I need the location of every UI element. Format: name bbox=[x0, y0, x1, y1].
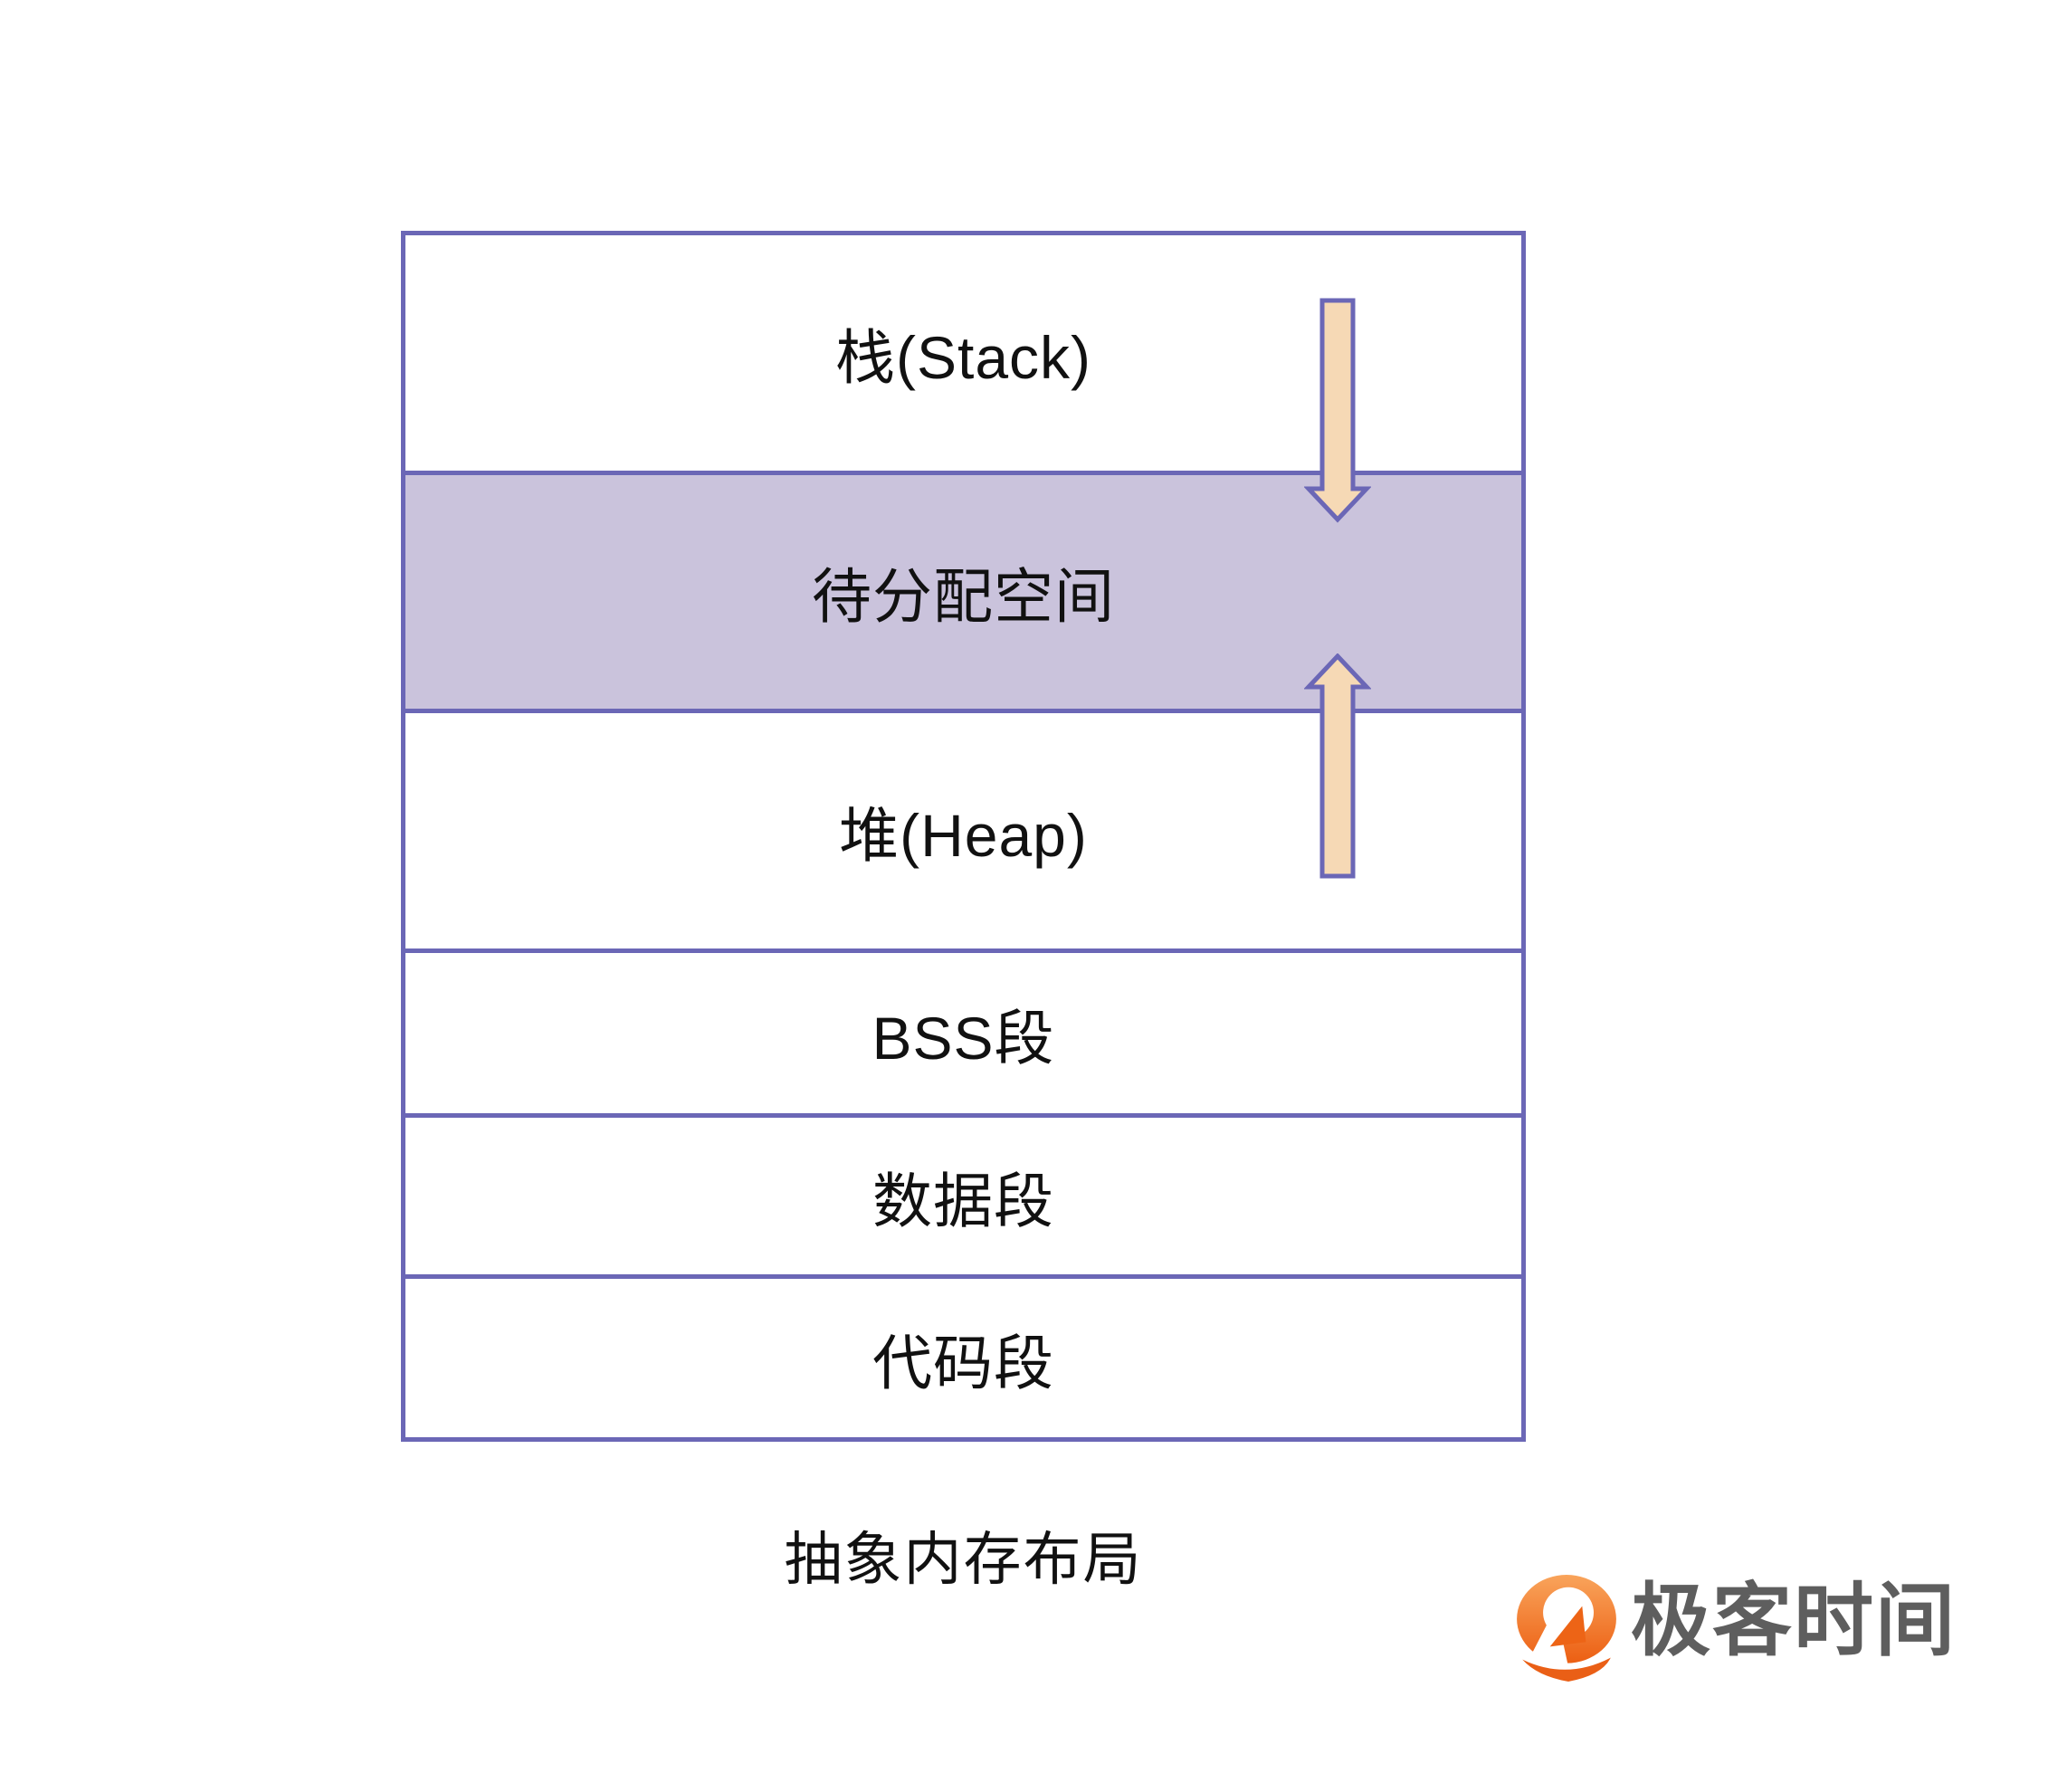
stack-growth-arrow-down-icon bbox=[1304, 298, 1371, 523]
geektime-logo-text: 极客时间 bbox=[1631, 1576, 1957, 1665]
segment-heap-label: 堆(Heap) bbox=[839, 802, 1088, 869]
segment-bss: BSS段 bbox=[405, 948, 1521, 1113]
diagram-caption: 抽象内存布局 bbox=[784, 1527, 1143, 1592]
segment-data-label: 数据段 bbox=[872, 1167, 1054, 1234]
segment-code-label: 代码段 bbox=[872, 1329, 1054, 1396]
segment-code: 代码段 bbox=[405, 1274, 1521, 1437]
segment-stack-label: 栈(Stack) bbox=[834, 324, 1092, 391]
segment-data: 数据段 bbox=[405, 1113, 1521, 1274]
segment-bss-label: BSS段 bbox=[872, 1004, 1055, 1072]
geektime-logo-icon bbox=[1517, 1575, 1616, 1682]
heap-growth-arrow-up-icon bbox=[1304, 653, 1371, 879]
segment-allocatable-label: 待分配空间 bbox=[812, 563, 1115, 630]
geektime-logo: 极客时间 bbox=[1515, 1573, 1957, 1682]
